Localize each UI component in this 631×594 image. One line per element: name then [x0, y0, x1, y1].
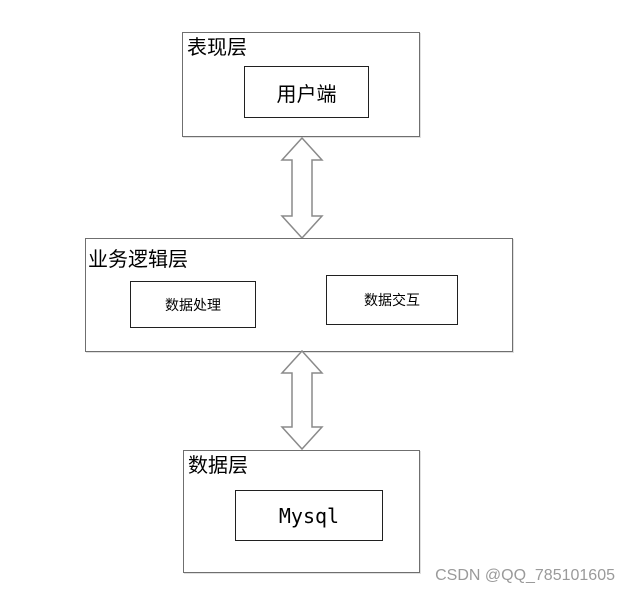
logic-data-double-arrow [280, 349, 324, 451]
business-logic-layer-container: 业务逻辑层 数据处理 数据交互 [85, 238, 513, 352]
client-node: 用户端 [244, 66, 369, 118]
csdn-watermark: CSDN @QQ_785101605 [435, 567, 615, 584]
data-processing-node: 数据处理 [130, 281, 256, 328]
data-layer-title: 数据层 [188, 453, 248, 477]
data-interaction-node: 数据交互 [326, 275, 458, 325]
mysql-node: Mysql [235, 490, 383, 541]
data-layer-container: 数据层 Mysql [183, 450, 420, 573]
presentation-logic-double-arrow [280, 136, 324, 240]
business-logic-layer-title: 业务逻辑层 [88, 247, 188, 271]
presentation-layer-container: 表现层 用户端 [182, 32, 420, 137]
presentation-layer-title: 表现层 [187, 35, 247, 59]
